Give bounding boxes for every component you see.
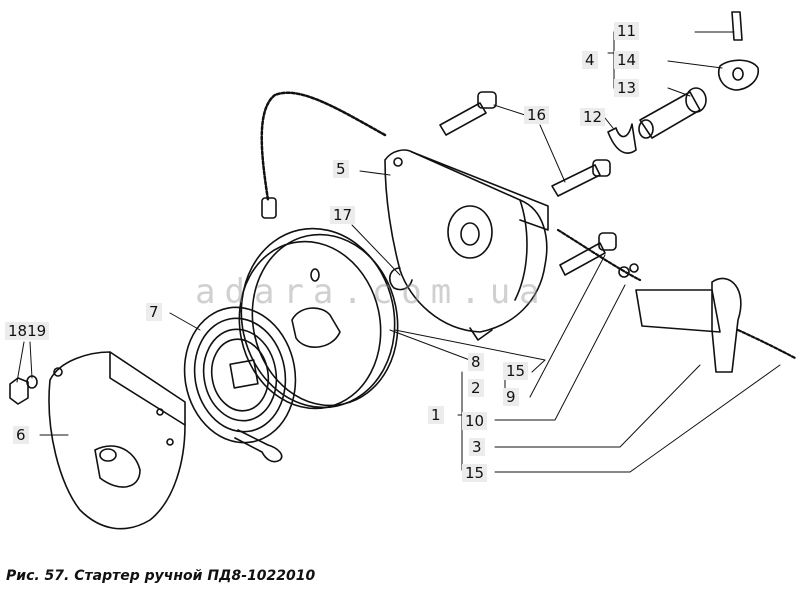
label-6: 6 [13,426,29,444]
starter-cable [260,91,387,219]
label-16: 16 [524,106,550,124]
label-14: 14 [614,51,640,69]
label-10: 10 [462,412,488,430]
pull-handle [556,228,797,373]
watermark: adara.com.ua [195,272,549,312]
label-13: 13 [614,79,640,97]
label-15-lower: 15 [462,464,488,482]
starter-housing [384,149,549,341]
label-12: 12 [580,108,606,126]
label-15-upper: 15 [503,362,529,380]
label-1819: 1819 [5,322,50,340]
figure-caption: Рис. 57. Стартер ручной ПД8-1022010 [6,568,316,584]
label-8: 8 [468,353,484,371]
label-11: 11 [614,22,640,40]
label-9: 9 [503,388,519,406]
label-4: 4 [582,51,598,69]
nut-and-washer [9,375,38,405]
label-7: 7 [146,303,162,321]
housing-bolts [439,91,617,276]
rope-pulley [238,227,399,410]
label-2: 2 [468,379,484,397]
leader-lines [16,31,781,473]
base-cover [48,351,186,530]
return-spring [183,306,297,463]
retaining-ring [388,267,413,291]
label-17: 17 [330,206,356,224]
spring-clip [607,123,637,154]
label-1: 1 [428,406,444,424]
ratchet-shaft [638,11,759,139]
label-3: 3 [469,438,485,456]
label-5: 5 [333,160,349,178]
